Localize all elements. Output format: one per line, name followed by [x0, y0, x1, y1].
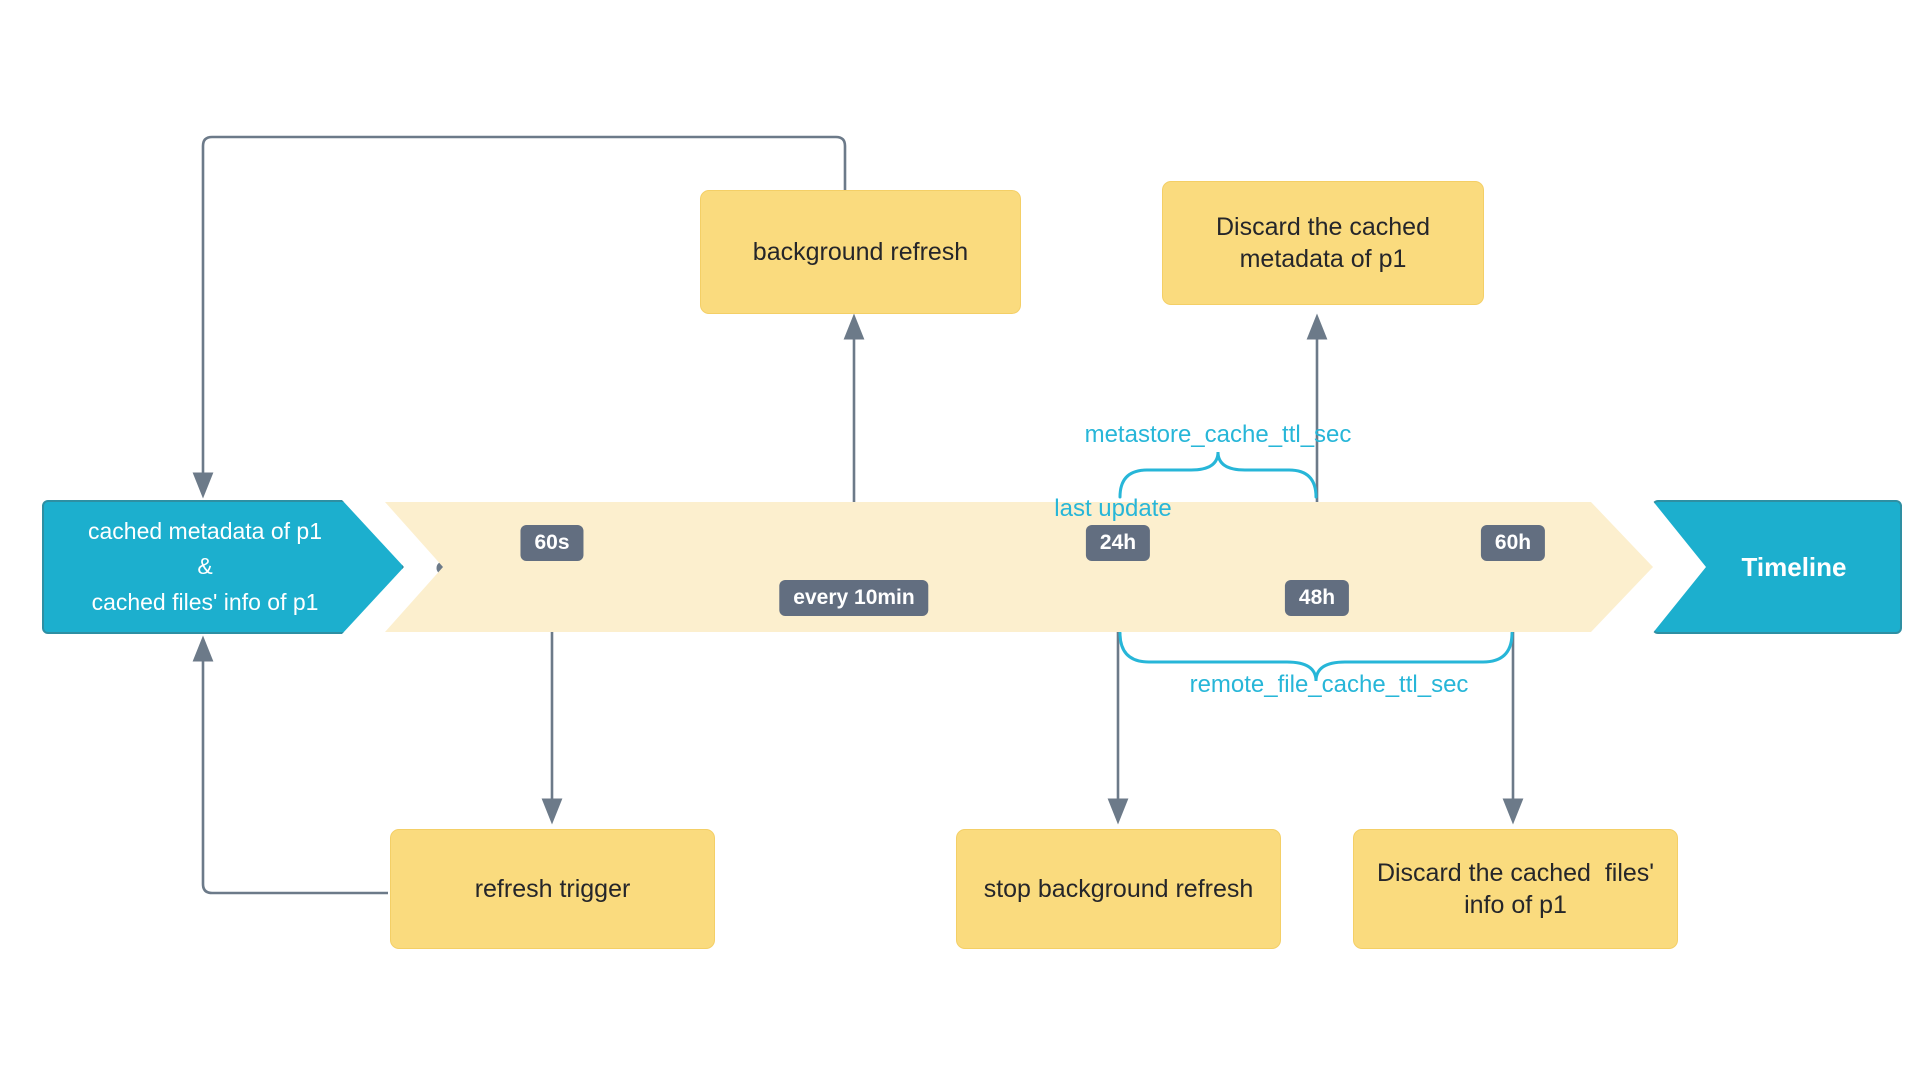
wire-refresh-trigger-to-cache [192, 635, 388, 895]
box-stop-background-refresh[interactable]: stop background refresh [956, 829, 1281, 949]
box-discard-cached-metadata[interactable]: Discard the cached metadata of p1 [1162, 181, 1484, 305]
cache-line-2: & [197, 553, 213, 580]
brace-metastore-ttl [1118, 451, 1318, 499]
box-background-refresh[interactable]: background refresh [700, 190, 1021, 314]
timeline-end-label: Timeline [1741, 551, 1847, 582]
box-refresh-trigger[interactable]: refresh trigger [390, 829, 715, 949]
marker-chip-every-10min: every 10min [779, 580, 929, 617]
cache-line-1: cached metadata of p1 [88, 517, 322, 544]
annotation-remote-file-cache-ttl-sec: remote_file_cache_ttl_sec [1189, 671, 1469, 698]
box-discard-cached-files-info[interactable]: Discard the cached files' info of p1 [1353, 829, 1678, 949]
marker-chip-24h: 24h [1085, 525, 1151, 562]
annotation-metastore-cache-ttl-sec: metastore_cache_ttl_sec [1084, 421, 1352, 448]
cache-line-3: cached files' info of p1 [91, 588, 319, 615]
marker-chip-60h: 60h [1480, 525, 1546, 562]
marker-chip-60s: 60s [520, 525, 584, 562]
annotation-last-update: last update [1054, 495, 1172, 522]
timeline-band [385, 502, 1653, 632]
cache-state-block: cached metadata of p1 & cached files' in… [42, 500, 404, 634]
timeline-end-block: Timeline [1652, 500, 1902, 634]
marker-chip-48h: 48h [1284, 580, 1350, 617]
